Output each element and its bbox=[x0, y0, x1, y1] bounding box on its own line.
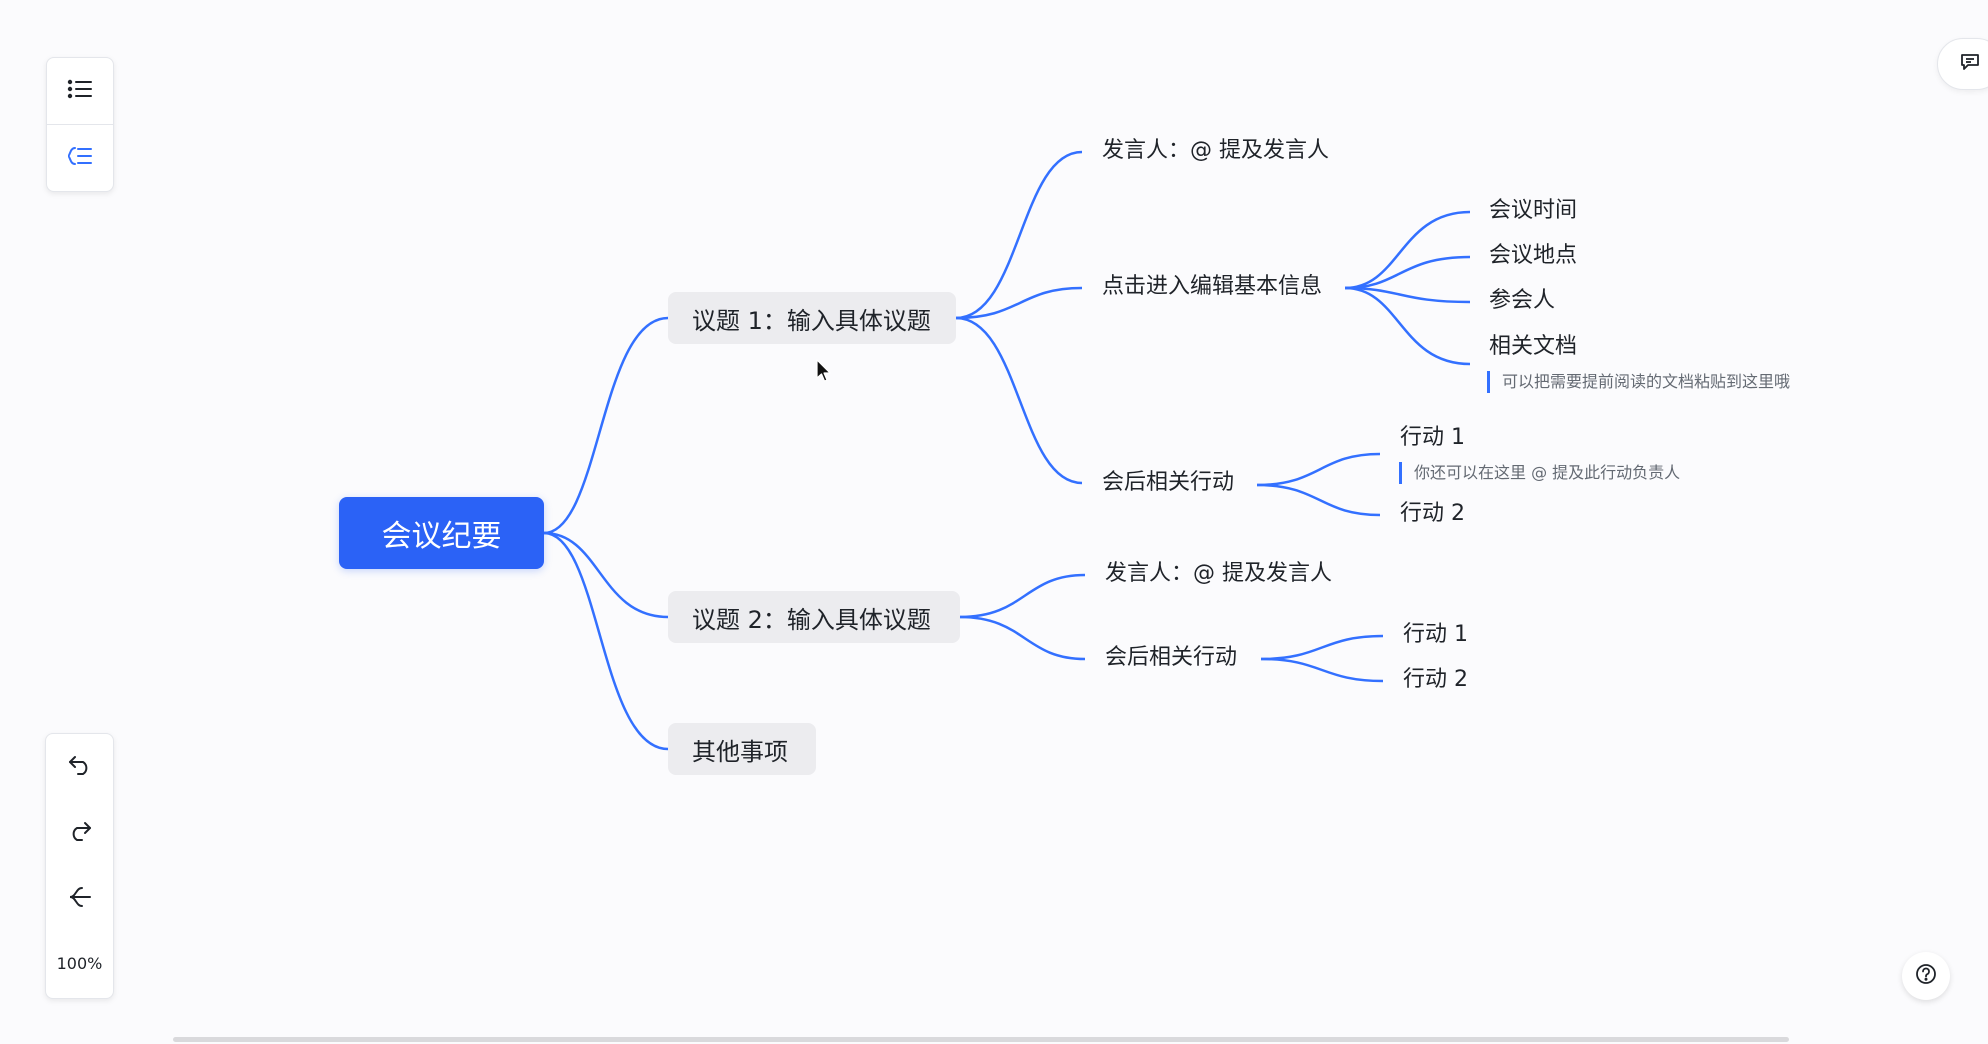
docs-note[interactable]: 可以把需要提前阅读的文档粘贴到这里哦 bbox=[1487, 371, 1790, 393]
topic1-action-2[interactable]: 行动 2 bbox=[1400, 501, 1465, 526]
link-topic2-actions bbox=[959, 615, 1086, 661]
topic1-info[interactable]: 点击进入编辑基本信息 bbox=[1102, 274, 1323, 299]
help-button[interactable] bbox=[1902, 952, 1950, 1000]
link-info-docs bbox=[1344, 286, 1471, 366]
mouse-cursor-icon bbox=[816, 359, 832, 387]
undo-icon bbox=[68, 754, 92, 780]
link-actions1-action1 bbox=[1256, 452, 1381, 487]
link-info-time bbox=[1344, 210, 1471, 290]
link-actions1-action2 bbox=[1256, 483, 1381, 517]
layout-button[interactable] bbox=[46, 866, 113, 932]
link-root-topic1 bbox=[543, 316, 669, 535]
link-info-attendees bbox=[1344, 286, 1471, 304]
link-actions2-action2 bbox=[1260, 657, 1384, 683]
edit-toolbar: 100% bbox=[45, 733, 114, 999]
link-topic1-speaker bbox=[955, 150, 1083, 320]
topic2-speaker[interactable]: 发言人：@ 提及发言人 bbox=[1105, 561, 1332, 586]
action1-note[interactable]: 你还可以在这里 @ 提及此行动负责人 bbox=[1399, 462, 1680, 484]
topic-node-1[interactable]: 议题 1：输入具体议题 bbox=[668, 292, 956, 344]
outline-view-button[interactable] bbox=[47, 58, 113, 124]
view-toolbar bbox=[46, 57, 114, 192]
layout-icon bbox=[68, 886, 92, 912]
info-meeting-place[interactable]: 会议地点 bbox=[1489, 243, 1578, 268]
info-attendees[interactable]: 参会人 bbox=[1489, 288, 1556, 313]
link-actions2-action1 bbox=[1260, 634, 1384, 661]
info-related-docs[interactable]: 相关文档 bbox=[1489, 334, 1578, 359]
zoom-level[interactable]: 100% bbox=[56, 953, 103, 973]
comment-icon bbox=[1960, 53, 1980, 75]
undo-button[interactable] bbox=[46, 734, 113, 800]
link-root-topic3 bbox=[543, 531, 669, 751]
topic-node-2[interactable]: 议题 2：输入具体议题 bbox=[668, 591, 960, 643]
link-topic1-actions bbox=[955, 316, 1083, 485]
topic2-actions[interactable]: 会后相关行动 bbox=[1105, 645, 1238, 670]
topic1-action-1[interactable]: 行动 1 bbox=[1400, 425, 1465, 450]
link-topic2-speaker bbox=[959, 573, 1086, 619]
topic2-action-1[interactable]: 行动 1 bbox=[1403, 622, 1468, 647]
topic2-action-2[interactable]: 行动 2 bbox=[1403, 667, 1468, 692]
redo-button[interactable] bbox=[46, 800, 113, 866]
info-meeting-time[interactable]: 会议时间 bbox=[1489, 198, 1578, 223]
topic1-actions[interactable]: 会后相关行动 bbox=[1102, 470, 1235, 495]
link-root-topic2 bbox=[543, 531, 669, 619]
link-topic1-info bbox=[955, 286, 1083, 320]
link-info-place bbox=[1344, 255, 1471, 290]
horizontal-scrollbar[interactable] bbox=[173, 1037, 1789, 1042]
comment-button[interactable] bbox=[1937, 38, 1988, 90]
redo-icon bbox=[68, 820, 92, 846]
root-node[interactable]: 会议纪要 bbox=[339, 497, 544, 569]
help-icon bbox=[1915, 963, 1937, 989]
mindmap-view-button[interactable] bbox=[47, 124, 113, 191]
topic-node-3[interactable]: 其他事项 bbox=[668, 723, 816, 775]
mindmap-structure-icon bbox=[67, 145, 93, 171]
list-outline-icon bbox=[67, 78, 93, 104]
topic1-speaker[interactable]: 发言人：@ 提及发言人 bbox=[1102, 138, 1329, 163]
